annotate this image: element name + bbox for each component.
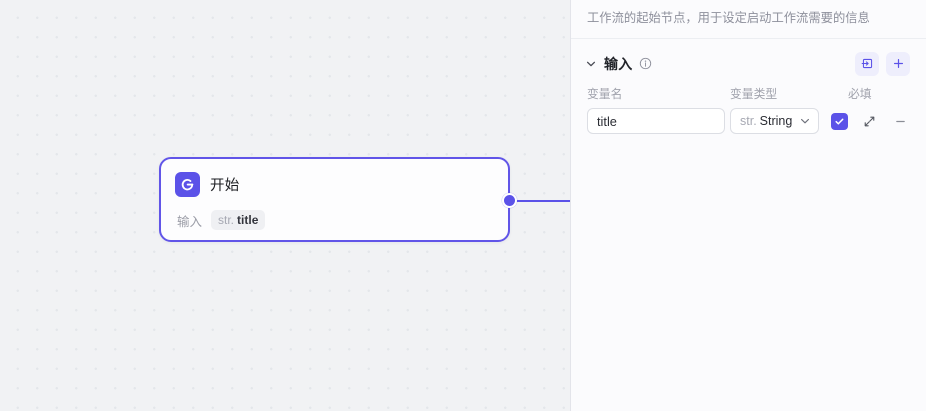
panel-description: 工作流的起始节点，用于设定启动工作流需要的信息 <box>571 0 926 39</box>
required-checkbox[interactable] <box>831 112 848 130</box>
add-variable-button[interactable] <box>886 51 910 76</box>
node-variable-name: title <box>237 213 259 227</box>
connection-edge <box>515 199 570 202</box>
variable-type-select[interactable]: str. String <box>730 108 819 134</box>
node-settings-panel: 工作流的起始节点，用于设定启动工作流需要的信息 输入 <box>570 0 926 411</box>
chevron-down-icon <box>799 115 811 127</box>
variables-column-headers: 变量名 变量类型 必填 <box>587 85 910 102</box>
column-header-type: 变量类型 <box>730 87 778 101</box>
input-section-header: 输入 <box>571 39 926 76</box>
import-variable-button[interactable] <box>855 51 879 76</box>
remove-variable-button[interactable] <box>890 111 910 131</box>
node-input-label: 输入 <box>177 214 203 229</box>
input-section-actions <box>855 51 910 76</box>
node-output-handle[interactable] <box>502 193 517 208</box>
expand-diagonal-icon[interactable] <box>859 111 879 131</box>
info-circle-icon[interactable] <box>639 57 652 70</box>
node-variable-pill: str. title <box>211 210 266 230</box>
node-title: 开始 <box>210 178 240 194</box>
workflow-canvas[interactable]: 开始 输入 str. title <box>0 0 570 411</box>
column-header-name: 变量名 <box>587 87 623 101</box>
node-body: 输入 str. title <box>175 210 494 230</box>
variable-name-input[interactable] <box>587 108 725 134</box>
variable-row: str. String <box>587 108 910 134</box>
input-section-title: 输入 <box>604 55 633 72</box>
variable-type-value: String <box>759 114 793 128</box>
node-header: 开始 <box>175 172 494 197</box>
start-node-icon <box>175 172 200 197</box>
node-variable-type: str. <box>218 213 235 227</box>
variable-type-prefix: str. <box>740 114 757 128</box>
chevron-down-icon[interactable] <box>583 56 599 72</box>
start-node-card[interactable]: 开始 输入 str. title <box>159 157 510 242</box>
column-header-required: 必填 <box>848 87 872 101</box>
variables-form: 变量名 变量类型 必填 str. String <box>571 75 926 134</box>
